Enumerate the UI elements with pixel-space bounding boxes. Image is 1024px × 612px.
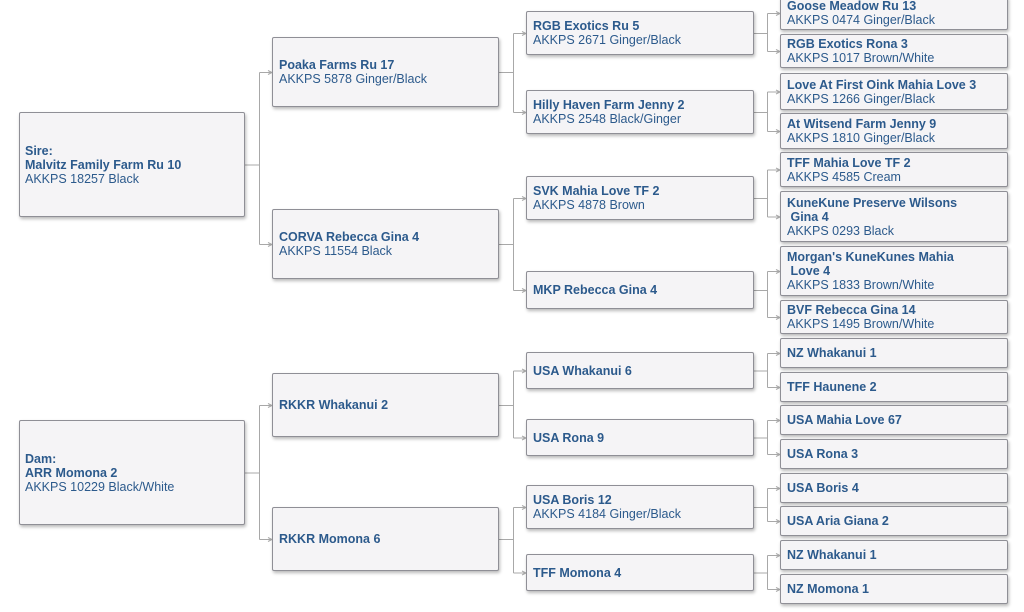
node-registration: AKKPS 11554 Black xyxy=(279,244,393,258)
node-registration: AKKPS 4184 Ginger/Black xyxy=(533,507,681,521)
pedigree-node-dam-dam[interactable]: RKKR Momona 6 xyxy=(272,507,499,571)
node-name-continued: Love 4 xyxy=(787,264,831,278)
pedigree-node-dds[interactable]: USA Boris 12 AKKPS 4184 Ginger/Black xyxy=(526,485,754,529)
node-name: NZ Whakanui 1 xyxy=(787,346,877,360)
pedigree-node-dssd[interactable]: TFF Haunene 2 xyxy=(780,372,1008,402)
node-name: Poaka Farms Ru 17 xyxy=(279,58,395,72)
pedigree-node-ddd[interactable]: TFF Momona 4 xyxy=(526,554,754,591)
node-name: BVF Rebecca Gina 14 xyxy=(787,303,916,317)
node-name: NZ Whakanui 1 xyxy=(787,548,877,562)
node-registration: AKKPS 4585 Cream xyxy=(787,169,901,184)
pedigree-node-ssdd[interactable]: At Witsend Farm Jenny 9 AKKPS 1810 Ginge… xyxy=(780,113,1008,149)
node-registration: AKKPS 10229 Black/White xyxy=(25,479,175,494)
node-registration: AKKPS 4878 Brown xyxy=(533,198,645,212)
pedigree-node-dam-sire[interactable]: RKKR Whakanui 2 xyxy=(272,373,499,437)
node-registration: AKKPS 2671 Ginger/Black xyxy=(533,33,681,47)
pedigree-node-sdsd[interactable]: KuneKune Preserve Wilsons Gina 4 AKKPS 0… xyxy=(780,191,1008,242)
node-name: Morgan's KuneKunes Mahia xyxy=(787,250,954,264)
pedigree-node-sds[interactable]: SVK Mahia Love TF 2 AKKPS 4878 Brown xyxy=(526,176,754,220)
pedigree-node-dsd[interactable]: USA Rona 9 xyxy=(526,419,754,456)
node-name: USA Whakanui 6 xyxy=(533,363,632,378)
node-registration: AKKPS 2548 Black/Ginger xyxy=(533,112,681,126)
node-name: USA Mahia Love 67 xyxy=(787,413,902,427)
node-name: Hilly Haven Farm Jenny 2 xyxy=(533,98,685,112)
node-registration: AKKPS 1495 Brown/White xyxy=(787,317,935,331)
node-registration: AKKPS 5878 Ginger/Black xyxy=(279,72,427,86)
node-registration: AKKPS 18257 Black xyxy=(25,171,139,186)
pedigree-node-dsss[interactable]: NZ Whakanui 1 xyxy=(780,338,1008,368)
pedigree-node-sdss[interactable]: TFF Mahia Love TF 2 AKKPS 4585 Cream xyxy=(780,152,1008,187)
node-name-continued: Gina 4 xyxy=(787,209,829,224)
node-name: KuneKune Preserve Wilsons xyxy=(787,195,958,210)
node-name: Love At First Oink Mahia Love 3 xyxy=(787,77,977,92)
pedigree-node-sdd[interactable]: MKP Rebecca Gina 4 xyxy=(526,271,754,309)
node-name: MKP Rebecca Gina 4 xyxy=(533,283,658,297)
pedigree-node-sssd[interactable]: RGB Exotics Rona 3 AKKPS 1017 Brown/Whit… xyxy=(780,34,1008,68)
node-name: RGB Exotics Ru 5 xyxy=(533,19,640,33)
pedigree-node-sire[interactable]: Sire: Malvitz Family Farm Ru 10 AKKPS 18… xyxy=(19,112,245,217)
node-name: TFF Momona 4 xyxy=(533,565,622,580)
node-registration: AKKPS 1017 Brown/White xyxy=(787,51,935,65)
pedigree-node-ssds[interactable]: Love At First Oink Mahia Love 3 AKKPS 12… xyxy=(780,73,1008,110)
pedigree-node-ddss[interactable]: USA Boris 4 xyxy=(780,473,1008,503)
pedigree-node-ddds[interactable]: NZ Whakanui 1 xyxy=(780,540,1008,570)
node-name: TFF Haunene 2 xyxy=(787,380,877,394)
node-name: RKKR Whakanui 2 xyxy=(279,398,389,412)
node-name: RGB Exotics Rona 3 xyxy=(787,37,908,51)
node-name: CORVA Rebecca Gina 4 xyxy=(279,230,420,244)
pedigree-node-sire-sire[interactable]: Poaka Farms Ru 17 AKKPS 5878 Ginger/Blac… xyxy=(272,37,499,107)
pedigree-node-sddd[interactable]: BVF Rebecca Gina 14 AKKPS 1495 Brown/Whi… xyxy=(780,300,1008,334)
node-registration: AKKPS 1810 Ginger/Black xyxy=(787,131,935,145)
node-name: TFF Mahia Love TF 2 xyxy=(787,155,911,170)
node-name: USA Boris 12 xyxy=(533,493,612,507)
pedigree-node-ddsd[interactable]: USA Aria Giana 2 xyxy=(780,506,1008,536)
node-name: USA Boris 4 xyxy=(787,481,859,495)
node-name: USA Rona 9 xyxy=(533,430,605,445)
node-registration: AKKPS 0293 Black xyxy=(787,223,895,238)
node-registration: AKKPS 1833 Brown/White xyxy=(787,278,935,292)
pedigree-node-dddd[interactable]: NZ Momona 1 xyxy=(780,574,1008,604)
node-name: At Witsend Farm Jenny 9 xyxy=(787,117,937,131)
node-name: SVK Mahia Love TF 2 xyxy=(533,184,660,198)
node-name: USA Rona 3 xyxy=(787,447,859,461)
pedigree-node-dss[interactable]: USA Whakanui 6 xyxy=(526,352,754,389)
node-name: Malvitz Family Farm Ru 10 xyxy=(25,157,182,172)
pedigree-node-ssss[interactable]: Goose Meadow Ru 13 AKKPS 0474 Ginger/Bla… xyxy=(780,0,1008,30)
pedigree-node-dam[interactable]: Dam: ARR Momona 2 AKKPS 10229 Black/Whit… xyxy=(19,420,245,525)
node-name: RKKR Momona 6 xyxy=(279,532,381,546)
pedigree-node-sire-dam[interactable]: CORVA Rebecca Gina 4 AKKPS 11554 Black xyxy=(272,209,499,279)
node-role: Sire: xyxy=(25,143,53,158)
node-registration: AKKPS 0474 Ginger/Black xyxy=(787,13,935,27)
pedigree-node-sss[interactable]: RGB Exotics Ru 5 AKKPS 2671 Ginger/Black xyxy=(526,11,754,55)
pedigree-node-ssd[interactable]: Hilly Haven Farm Jenny 2 AKKPS 2548 Blac… xyxy=(526,90,754,134)
pedigree-node-dsdd[interactable]: USA Rona 3 xyxy=(780,439,1008,469)
node-registration: AKKPS 1266 Ginger/Black xyxy=(787,91,935,106)
node-name: USA Aria Giana 2 xyxy=(787,514,889,528)
pedigree-node-dsds[interactable]: USA Mahia Love 67 xyxy=(780,405,1008,435)
node-name: Goose Meadow Ru 13 xyxy=(787,0,917,13)
node-role: Dam: xyxy=(25,451,57,466)
node-name: ARR Momona 2 xyxy=(25,465,118,480)
pedigree-node-sdds[interactable]: Morgan's KuneKunes Mahia Love 4 AKKPS 18… xyxy=(780,246,1008,296)
node-name: NZ Momona 1 xyxy=(787,582,869,596)
